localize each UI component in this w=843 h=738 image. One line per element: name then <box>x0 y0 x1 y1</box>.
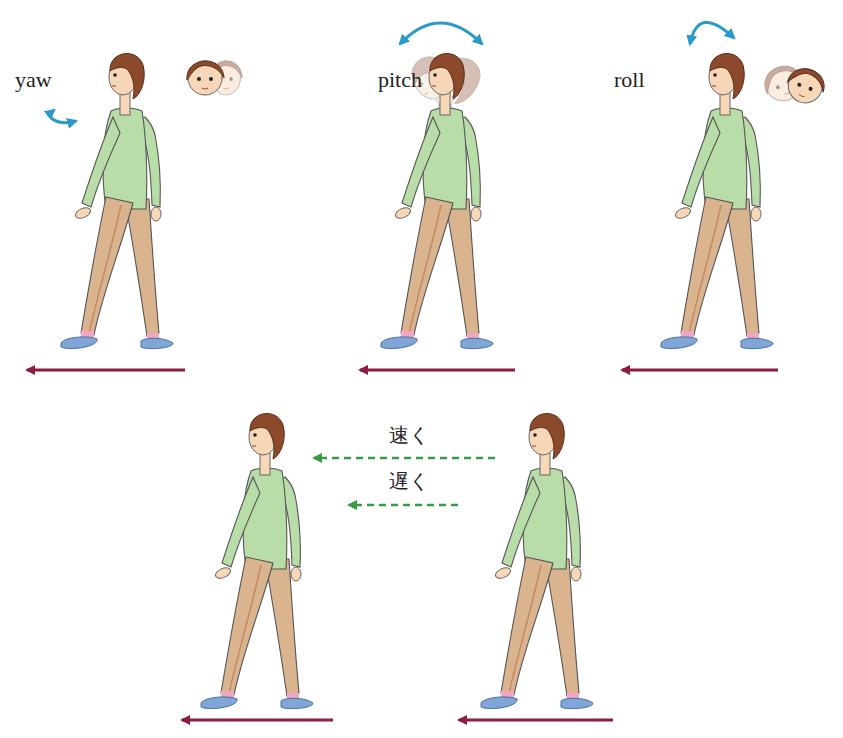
direction-arrow <box>360 369 515 372</box>
speed-arrow <box>349 504 458 507</box>
axis-label: yaw <box>15 67 52 92</box>
direction-arrow <box>622 369 778 372</box>
walking-figure <box>381 54 493 349</box>
axis-label: pitch <box>378 67 422 92</box>
pitch-arrow <box>400 23 482 44</box>
speed-arrow <box>314 457 495 460</box>
roll-arrow <box>690 22 734 44</box>
label-holder: yaw <box>15 68 52 92</box>
axis-label: roll <box>614 67 645 92</box>
walking-figure <box>201 414 313 709</box>
walking-figure <box>661 54 773 349</box>
direction-arrow <box>459 719 613 722</box>
direction-arrow <box>27 369 185 372</box>
speed-label: 遅く <box>389 469 429 493</box>
walking-figure <box>481 414 593 709</box>
face-icon <box>783 64 829 109</box>
face-icon <box>187 61 224 95</box>
label-holder: 遅く <box>389 470 429 492</box>
label-holder: roll <box>614 68 645 92</box>
speed-label: 速く <box>389 423 429 447</box>
direction-arrow <box>182 719 333 722</box>
yaw-arrow <box>51 110 76 123</box>
walking-figure <box>61 54 173 349</box>
label-holder: 速く <box>389 424 429 446</box>
label-holder: pitch <box>378 68 422 92</box>
